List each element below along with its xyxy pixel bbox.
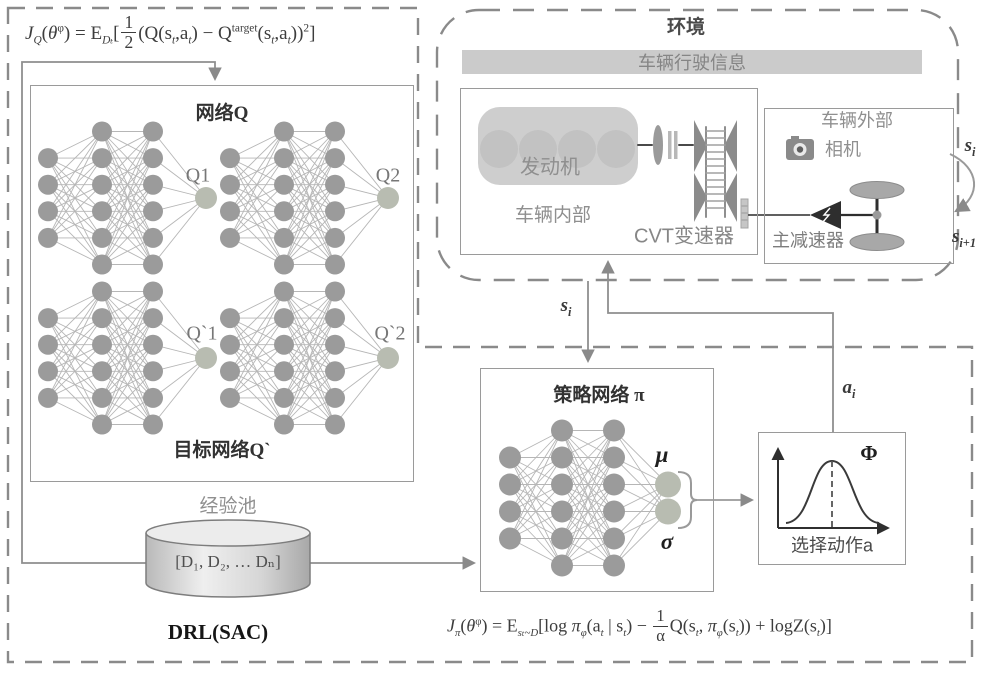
action-selection-box (758, 432, 906, 565)
reducer-label: 主减速器 (772, 230, 844, 251)
vehicle-exterior-box (764, 108, 954, 264)
vehicle-exterior-label: 车辆外部 (821, 110, 893, 131)
gaussian-plot (771, 447, 890, 535)
algorithm-label: DRL(SAC) (167, 619, 269, 644)
vehicle-interior-label: 车辆内部 (514, 205, 592, 227)
q1-output-label: Q1 (185, 164, 211, 187)
state-arrow-label: si (560, 295, 572, 319)
q-network-2 (220, 121, 399, 275)
mu-label: μ (655, 441, 669, 467)
q2-output-label: Q2 (375, 164, 401, 187)
vehicle-interior-box (460, 88, 758, 255)
cvt-transmission-icon (637, 120, 749, 229)
experience-pool-content: [D₁, D₂, … Dₙ] (175, 552, 281, 572)
state-current-label: si (964, 135, 976, 159)
sigma-label: σ (660, 528, 674, 554)
experience-pool-label: 经验池 (199, 496, 257, 518)
action-to-env-arrow (601, 259, 834, 432)
state-next-label: si+1 (951, 226, 977, 250)
driving-info-bar: 车辆行驶信息 (462, 50, 922, 74)
policy-network (499, 419, 681, 577)
driving-info-label: 车辆行驶信息 (638, 53, 746, 73)
environment-title: 环境 (666, 17, 706, 39)
final-drive-icon (810, 181, 905, 251)
q-network-title: 网络Q (195, 103, 249, 125)
policy-network-box (480, 368, 714, 592)
policy-network-title: 策略网络 π (553, 385, 645, 407)
engine-icon (478, 107, 638, 185)
target-q1-output-label: Q`1 (186, 322, 218, 345)
cvt-label: CVT变速器 (634, 225, 734, 248)
environment-dashed-box (435, 8, 960, 282)
q-networks-box (30, 85, 414, 482)
agent-dashed-outline (6, 6, 974, 664)
action-arrow-label: ai (842, 377, 856, 401)
engine-label: 发动机 (520, 156, 580, 179)
qloss-feedback-arrow (21, 61, 222, 564)
target-q-network-1 (38, 281, 217, 435)
target-network-title: 目标网络Q` (173, 440, 271, 462)
experience-pool-cylinder (145, 519, 311, 598)
camera-icon (786, 136, 814, 160)
target-q-network-2 (220, 281, 399, 435)
camera-label: 相机 (825, 139, 861, 160)
q-network-1 (38, 121, 217, 275)
state-transition-arrow (949, 153, 975, 213)
select-action-label: 选择动作a (790, 535, 874, 556)
phi-label: Φ (860, 440, 878, 465)
target-q2-output-label: Q`2 (374, 322, 406, 345)
